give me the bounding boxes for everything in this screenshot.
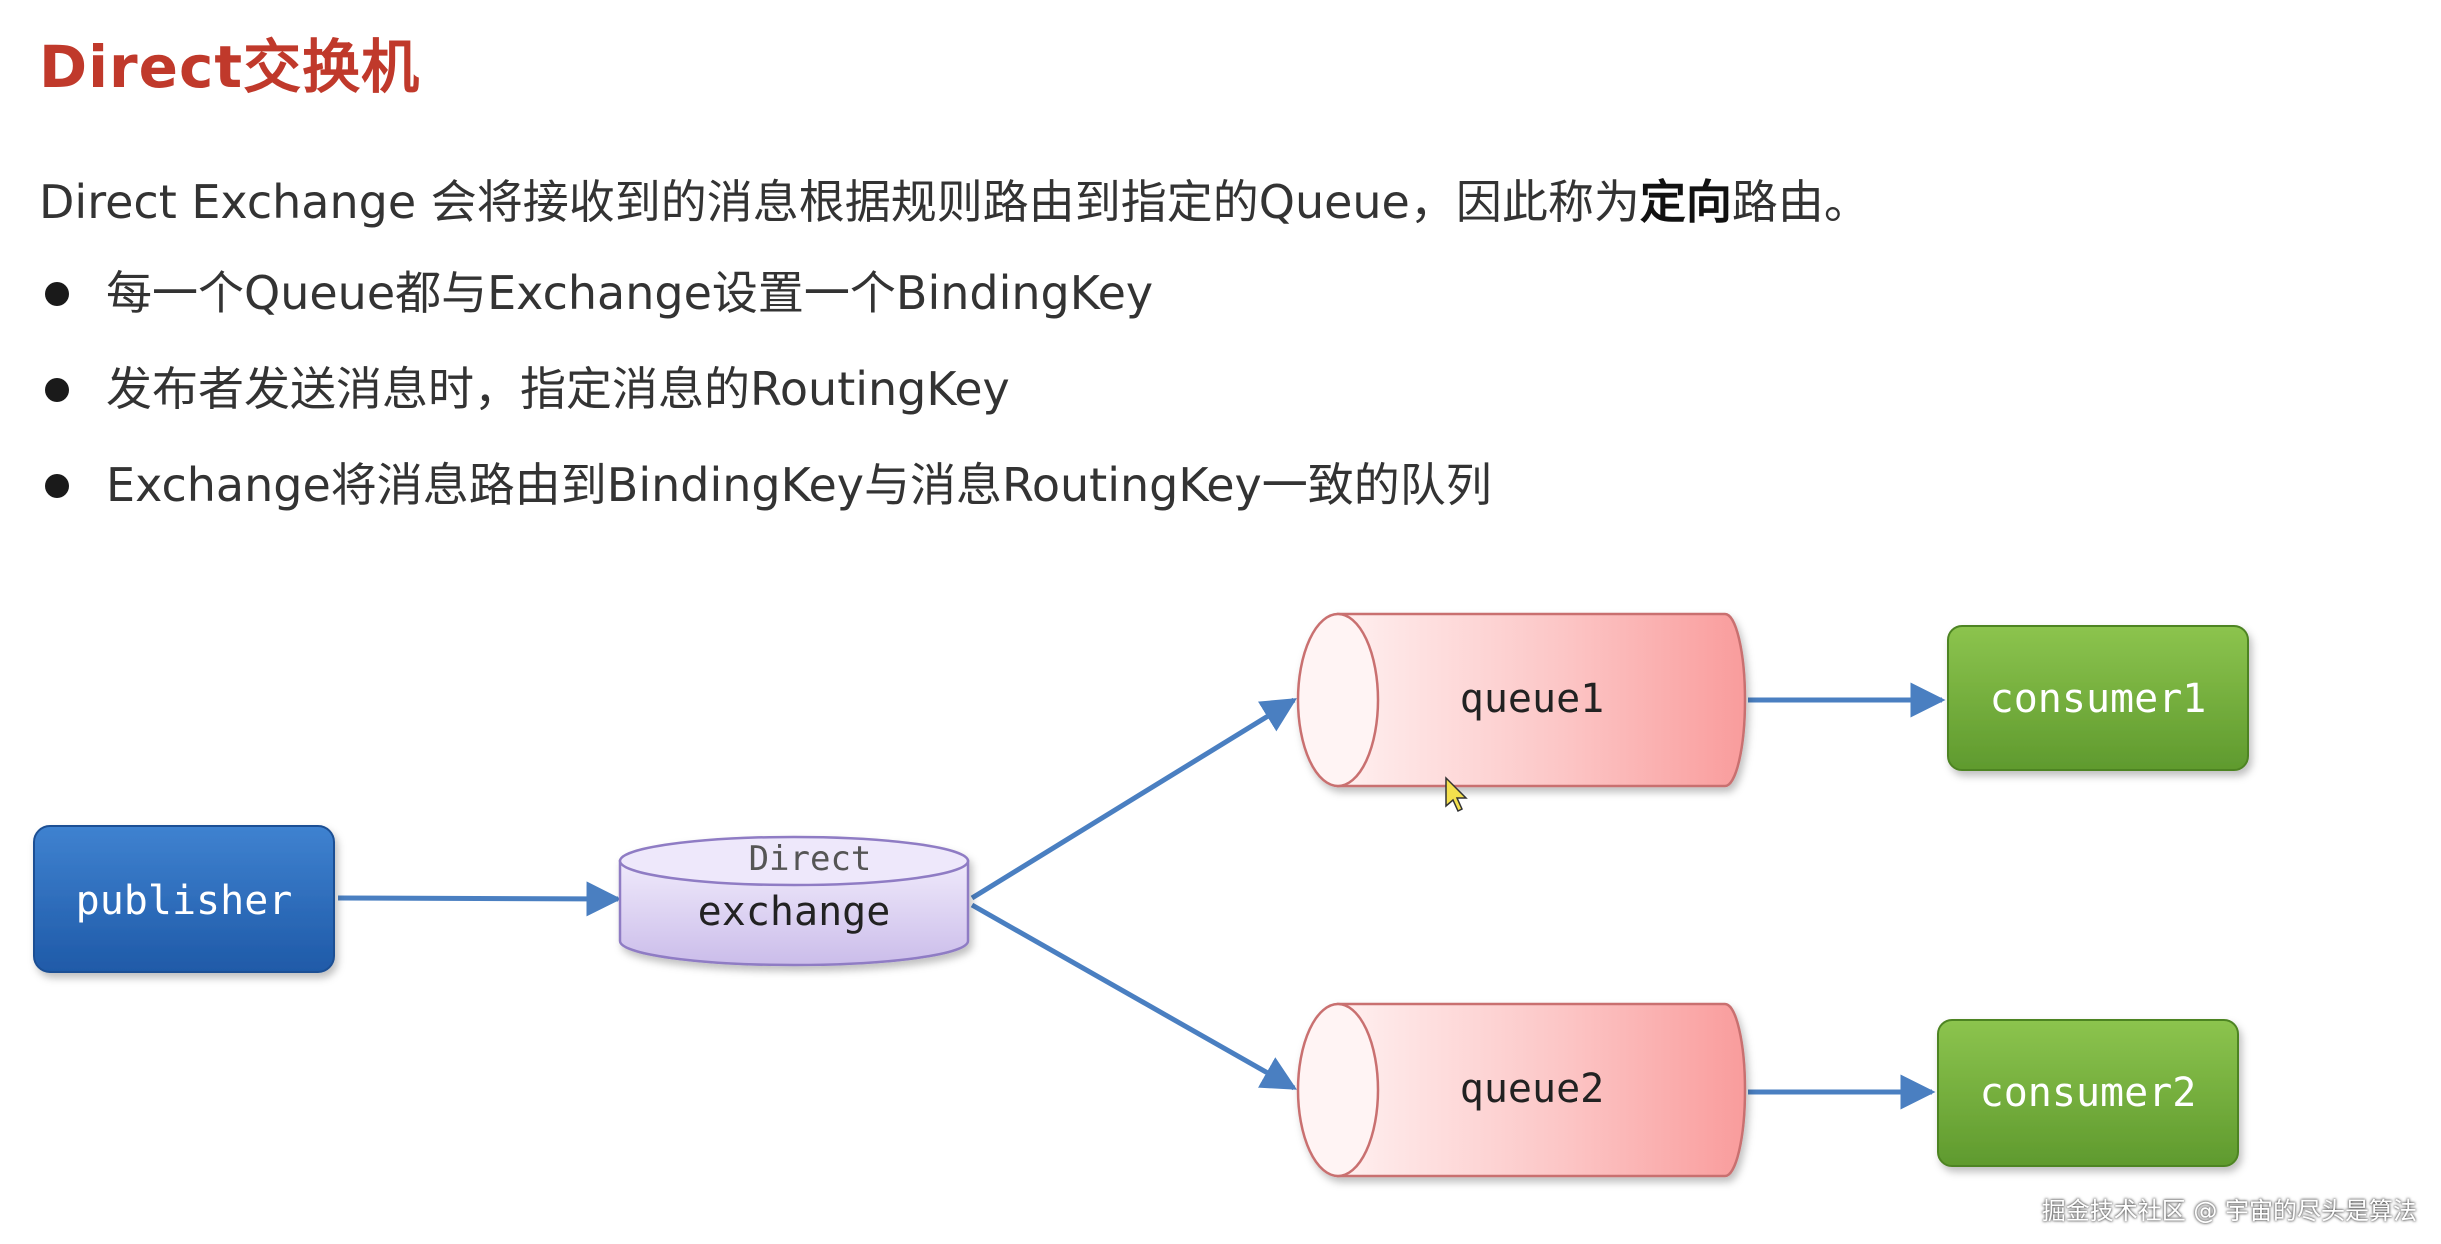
bullet-text: 发布者发送消息时，指定消息的RoutingKey — [106, 362, 1010, 416]
consumer1-node — [1947, 625, 2249, 771]
intro-post: 路由。 — [1731, 175, 1870, 229]
arrow-exchange-queue2 — [970, 902, 1298, 1091]
bullet-item: 发布者发送消息时，指定消息的RoutingKey — [39, 358, 1492, 454]
bullet-list: 每一个Queue都与Exchange设置一个BindingKey 发布者发送消息… — [39, 262, 1492, 550]
intro-text: Direct Exchange 会将接收到的消息根据规则路由到指定的Queue，… — [39, 166, 1870, 232]
intro-bold: 定向 — [1639, 175, 1732, 229]
exchange-node — [618, 835, 970, 967]
queue2-label: queue2 — [1460, 1066, 1605, 1112]
intro-pre: Direct Exchange 会将接收到的消息根据规则路由到指定的Queue，… — [39, 175, 1640, 229]
queue1-label: queue1 — [1460, 676, 1605, 722]
bullet-item: Exchange将消息路由到BindingKey与消息RoutingKey一致的… — [39, 454, 1492, 550]
publisher-node — [33, 825, 335, 973]
slide-title: Direct交换机 — [39, 33, 421, 101]
bullet-item: 每一个Queue都与Exchange设置一个BindingKey — [39, 262, 1492, 358]
bullet-dot-icon — [45, 282, 69, 306]
bullet-dot-icon — [45, 474, 69, 498]
consumer2-node — [1937, 1019, 2239, 1167]
bullet-dot-icon — [45, 378, 69, 402]
queue2-node — [1296, 1002, 1747, 1178]
arrow-exchange-queue1 — [970, 697, 1297, 901]
exchange-type-label: Direct — [749, 839, 872, 879]
consumer1-label: consumer1 — [1990, 676, 2207, 722]
consumer2-label: consumer2 — [1980, 1070, 2197, 1116]
publisher-label: publisher — [76, 878, 293, 924]
arrow-publisher-exchange — [337, 881, 622, 917]
watermark: 掘金技术社区 @ 宇宙的尽头是算法 — [2041, 1197, 2417, 1225]
queue1-node — [1296, 612, 1747, 788]
mouse-cursor-icon — [1445, 776, 1468, 813]
bullet-text: 每一个Queue都与Exchange设置一个BindingKey — [106, 266, 1154, 320]
exchange-label: exchange — [698, 889, 891, 935]
bullet-text: Exchange将消息路由到BindingKey与消息RoutingKey一致的… — [106, 458, 1492, 512]
